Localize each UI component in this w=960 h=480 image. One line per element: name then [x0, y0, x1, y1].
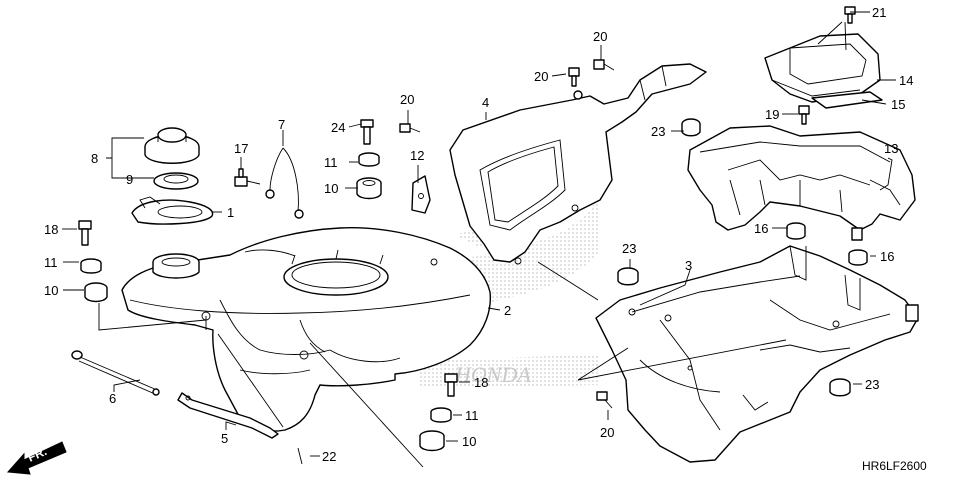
part-fuel-tank: [121, 227, 492, 432]
callout-19: 19: [765, 107, 779, 122]
callout-11-a: 11: [324, 155, 338, 170]
part-cover-seal: [811, 91, 883, 109]
callout-8: 8: [91, 151, 98, 166]
callout-12: 12: [410, 148, 424, 163]
part-cap-gasket: [153, 172, 199, 190]
callout-7: 7: [278, 117, 285, 132]
callout-10-c: 10: [462, 434, 476, 449]
part-bolt-20-d: [596, 391, 613, 409]
callout-20-d: 20: [600, 425, 614, 440]
front-direction-arrow: FR.: [6, 441, 67, 475]
callout-18-b: 18: [474, 375, 488, 390]
callout-23-b: 23: [622, 241, 636, 256]
part-cap-23-c: [829, 378, 851, 397]
part-grommet-10-lower: [419, 430, 445, 452]
callout-5: 5: [221, 431, 228, 446]
part-filler-collar: [131, 196, 214, 225]
part-tank-strap: [177, 392, 279, 439]
part-small-bracket: [411, 175, 431, 214]
callout-23-a: 23: [651, 124, 665, 139]
part-bolt-18-lower: [444, 373, 458, 397]
part-bolt-20-c: [593, 59, 615, 71]
part-cover: [764, 33, 881, 103]
callout-22: 22: [322, 449, 336, 464]
leader-lines: [62, 11, 896, 468]
callout-20-a: 20: [400, 92, 414, 107]
callout-9: 9: [126, 172, 133, 187]
part-long-bolt: [71, 350, 160, 396]
part-bolt-20-b: [568, 67, 580, 87]
part-cap-23-b: [617, 267, 639, 286]
part-bolt-24: [360, 119, 374, 145]
part-breather-tube: [265, 147, 304, 219]
callout-21: 21: [872, 5, 886, 20]
part-collar-11-left: [80, 258, 102, 274]
callout-11-b: 11: [44, 255, 58, 270]
part-grommet-16-b: [848, 249, 868, 266]
callout-17: 17: [234, 141, 248, 156]
callout-10-b: 10: [44, 283, 58, 298]
callout-6: 6: [109, 391, 116, 406]
callout-23-c: 23: [865, 377, 879, 392]
watermark-lettering: HONDA: [454, 362, 531, 387]
callout-2: 2: [504, 303, 511, 318]
part-collar-11-lower: [430, 407, 452, 423]
callout-20-b: 20: [534, 69, 548, 84]
part-grommet-10-upper: [356, 177, 382, 200]
part-bolt-18-left: [78, 220, 92, 246]
callout-16-b: 16: [880, 249, 894, 264]
callout-24: 24: [331, 120, 345, 135]
part-fuel-cap: [144, 127, 200, 164]
callout-13: 13: [884, 141, 898, 156]
part-screw-19: [798, 105, 810, 125]
callout-14: 14: [899, 73, 913, 88]
part-grommet-10-left: [84, 282, 108, 303]
callout-11-c: 11: [465, 408, 479, 423]
direction-label: FR.: [26, 444, 49, 465]
part-collar-11-upper: [358, 152, 380, 167]
diagram-code: HR6LF2600: [862, 459, 927, 473]
callout-1: 1: [227, 205, 234, 220]
callout-10-a: 10: [324, 181, 338, 196]
callout-3: 3: [685, 258, 692, 273]
part-upper-bracket: [449, 63, 707, 265]
callout-20-c: 20: [593, 29, 607, 44]
part-lower-tray: [595, 245, 919, 463]
part-fitting-17: [234, 168, 261, 187]
callout-4: 4: [482, 95, 489, 110]
part-clip-22: [297, 447, 303, 465]
part-cap-23-a: [681, 118, 701, 137]
part-grommet-16-a: [786, 222, 806, 240]
part-bolt-20-a: [399, 123, 421, 133]
callout-15: 15: [891, 97, 905, 112]
part-rack-13: [687, 125, 916, 241]
part-screw-21: [844, 6, 856, 24]
callout-18-a: 18: [44, 222, 58, 237]
callout-labels: 21 14 15 19 23 13 16 16 20 20 20 4 12 24…: [44, 5, 913, 464]
callout-16-a: 16: [754, 221, 768, 236]
